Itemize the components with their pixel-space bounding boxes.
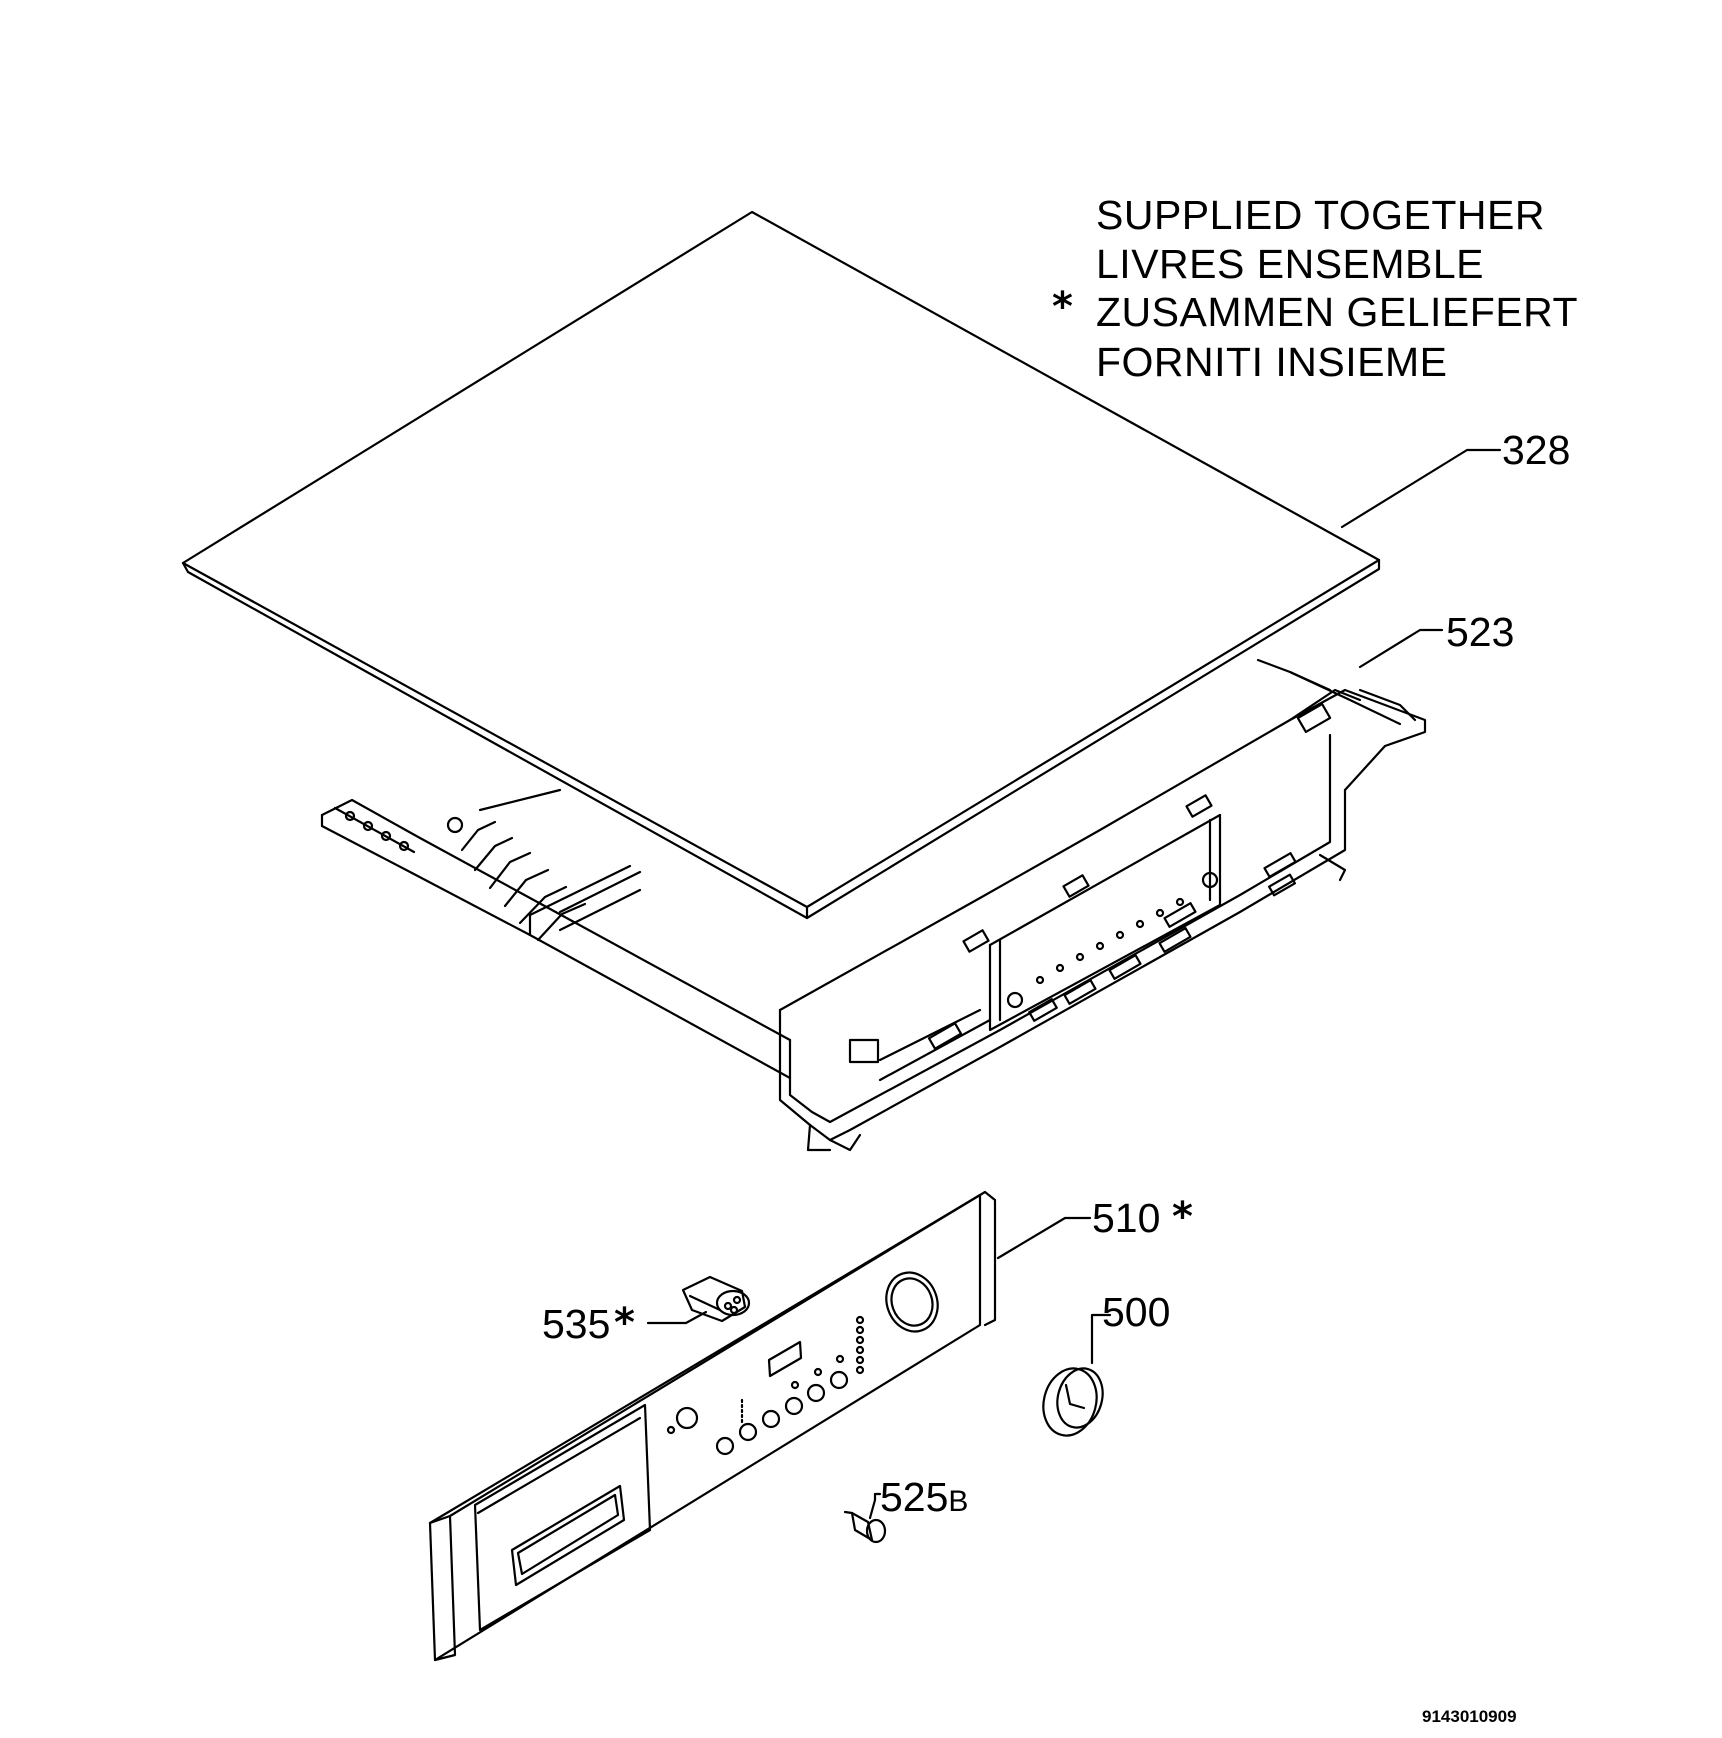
leader-523 [1360, 630, 1442, 667]
frame-523 [322, 660, 1425, 1150]
part-500-knob [1036, 1362, 1109, 1441]
legend-line-4: FORNITI INSIEME [1096, 339, 1448, 385]
part-525b-bulb [845, 1512, 885, 1542]
leader-328 [1342, 450, 1500, 527]
part-label-328: 328 [1502, 427, 1571, 473]
top-cover-panel [183, 212, 1379, 918]
part-535-symbol: * [614, 1300, 635, 1346]
part-label-500: 500 [1102, 1289, 1171, 1335]
drawing-code: 9143010909 [1422, 1707, 1517, 1726]
part-535-lampholder [683, 1277, 749, 1321]
part-label-525-number: 525 [880, 1474, 949, 1520]
part-510-symbol: * [1172, 1194, 1193, 1240]
part-label-525: 525B [880, 1477, 968, 1518]
part-label-525-suffix: B [948, 1485, 969, 1518]
leader-500 [1092, 1315, 1110, 1363]
legend-line-3: ZUSAMMEN GELIEFERT [1096, 289, 1579, 335]
leader-525b [870, 1494, 880, 1518]
legend-line-1: SUPPLIED TOGETHER [1096, 192, 1545, 238]
legend-symbol: * [1052, 284, 1073, 330]
legend-line-2: LIVRES ENSEMBLE [1096, 241, 1485, 287]
leader-510 [998, 1218, 1090, 1258]
part-label-510: 510 [1092, 1195, 1161, 1241]
control-panel-510 [430, 1192, 995, 1660]
part-label-535: 535 [542, 1301, 611, 1347]
part-label-523: 523 [1446, 609, 1515, 655]
leader-535 [648, 1312, 706, 1323]
